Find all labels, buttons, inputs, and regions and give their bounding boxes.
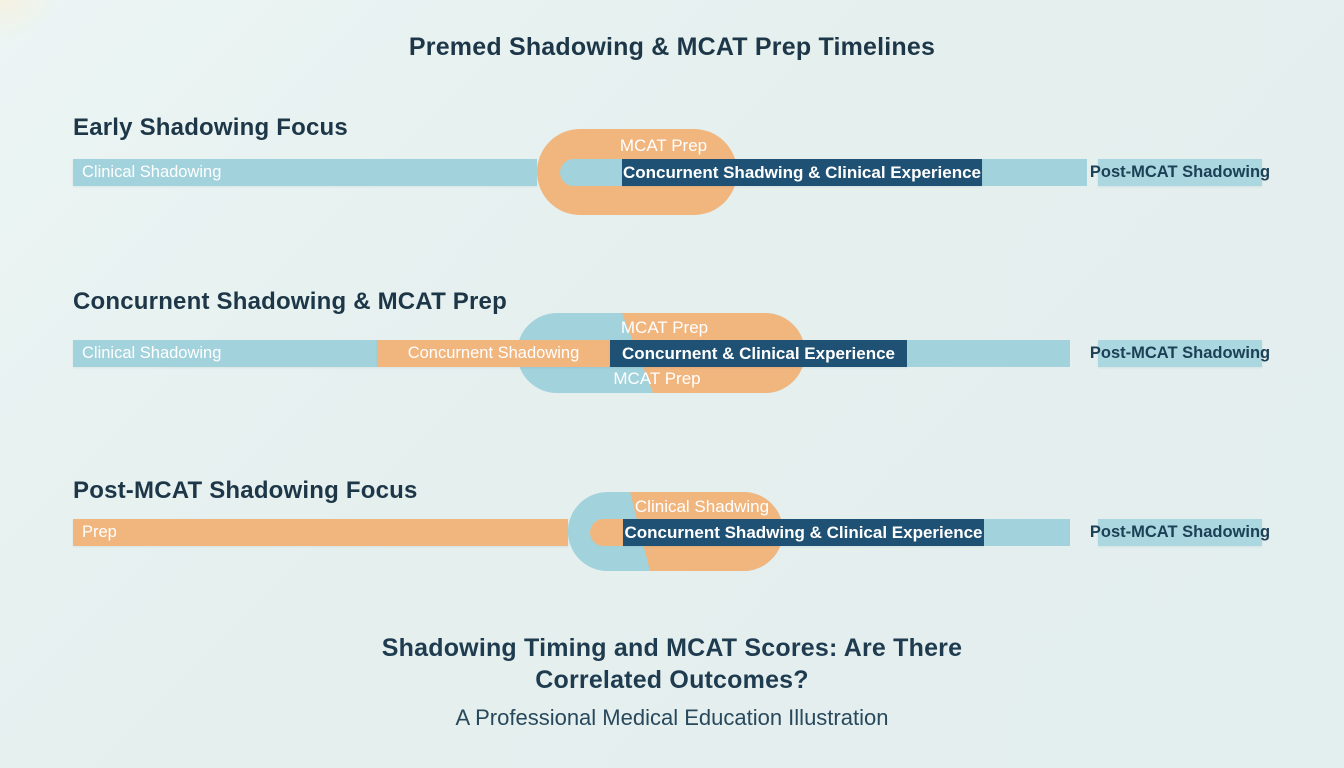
section-heading-post-mcat: Post-MCAT Shadowing Focus	[73, 477, 418, 504]
page-title: Premed Shadowing & MCAT Prep Timelines	[408, 33, 936, 61]
timeline-bar-tail	[984, 519, 1070, 546]
mcat-prep-label-bottom: MCAT Prep	[613, 369, 701, 388]
post-mcat-shadowing-box: Post-MCAT Shadowing	[1090, 159, 1270, 186]
clinical-shadowing-label: Clinical Shadwing	[634, 497, 770, 516]
segment-prep: Prep	[73, 519, 568, 546]
post-mcat-shadowing-box: Post-MCAT Shadowing	[1090, 340, 1270, 367]
footer-title: Shadowing Timing and MCAT Scores: Are Th…	[0, 632, 1344, 696]
footer-subtitle: A Professional Medical Education Illustr…	[455, 705, 889, 730]
segment-concurrent-clinical-experience: Concurnent & Clinical Experience	[610, 340, 907, 367]
segment-concurrent-clinical-experience: Concurnent Shadwing & Clinical Experienc…	[622, 159, 982, 186]
segment-concurrent-clinical-experience: Concurnent Shadwing & Clinical Experienc…	[623, 519, 984, 546]
post-mcat-shadowing-box: Post-MCAT Shadowing	[1090, 519, 1270, 546]
segment-clinical-shadowing: Clinical Shadowing	[73, 340, 377, 367]
mcat-prep-label: MCAT Prep	[619, 136, 708, 155]
footer-title-line2: Correlated Outcomes?	[535, 666, 809, 694]
footer-title-line1: Shadowing Timing and MCAT Scores: Are Th…	[381, 634, 963, 662]
section-heading-concurrent: Concurnent Shadowing & MCAT Prep	[73, 288, 507, 315]
mcat-prep-label-top: MCAT Prep	[620, 318, 709, 337]
segment-concurrent-shadowing: Concurnent Shadowing	[377, 340, 610, 367]
timeline-bar-tail	[907, 340, 1070, 367]
section-heading-early: Early Shadowing Focus	[73, 114, 348, 141]
segment-clinical-shadowing: Clinical Shadowing	[73, 159, 537, 186]
